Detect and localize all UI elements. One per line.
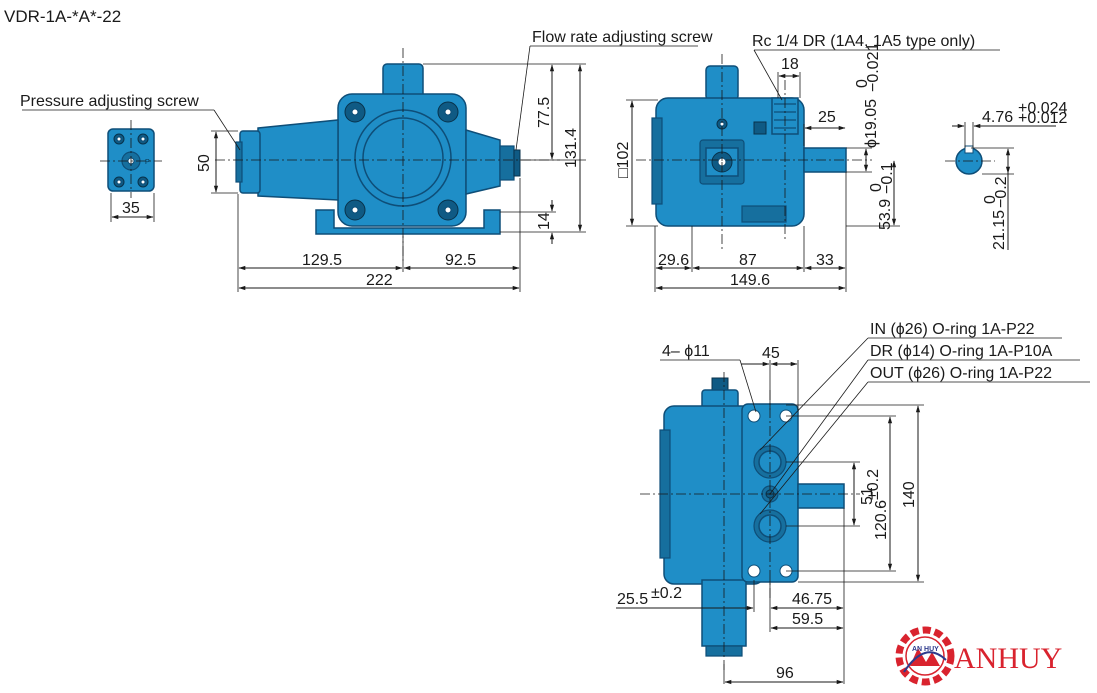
label-pressure-adjusting-screw: Pressure adjusting screw	[20, 93, 199, 110]
dim-120-6-group: 120.6 ±0.2	[865, 469, 890, 540]
dim-131-4: 131.4	[563, 128, 580, 168]
dim-4-76: 4.76	[982, 109, 1013, 126]
dim-53-9: 53.9	[877, 199, 894, 230]
dim-18: 18	[781, 56, 799, 73]
dim-4-76-tol-up: +0.024	[1018, 100, 1067, 117]
front-view	[626, 49, 1000, 292]
dim-35: 35	[122, 200, 140, 217]
svg-text:P: P	[145, 159, 150, 166]
logo-text: ANHUY	[954, 642, 1062, 675]
dim-21-15-group: 21.15 0 −0.2	[982, 176, 1010, 250]
dim-19-05-tol-up: 0	[854, 79, 871, 88]
label-flow-rate-adjusting-screw: Flow rate adjusting screw	[532, 29, 713, 46]
dim-92-5: 92.5	[445, 252, 476, 269]
dim-53-9-group: 53.9 0 −0.1	[868, 162, 896, 230]
dim-25-5: 25.5	[617, 591, 648, 608]
dim-4-76-group: 4.76 +0.024 +0.012	[982, 100, 1067, 127]
label-rc-port: Rc 1/4 DR (1A4, 1A5 type only)	[752, 33, 975, 50]
port-face-view	[616, 337, 1090, 685]
dim-25-5-tol: ±0.2	[651, 585, 682, 602]
dim-149-6: 149.6	[730, 272, 770, 289]
dim-29-6: 29.6	[658, 252, 689, 269]
dim-53-9-tol-low: −0.1	[879, 162, 896, 194]
shaft-key-detail	[945, 122, 1056, 250]
dim-19-05-group: ϕ19.05 0 −0.021	[854, 43, 882, 148]
dim-53-9-tol-up: 0	[868, 183, 885, 192]
dim-96: 96	[776, 665, 794, 682]
dim-4-76-tol-low: +0.012	[1018, 110, 1067, 127]
anhuy-logo: AN HUY ANHUY	[895, 626, 1062, 686]
dim-25: 25	[818, 109, 836, 126]
dim-33: 33	[816, 252, 834, 269]
dim-87: 87	[739, 252, 757, 269]
dim-50: 50	[196, 154, 213, 172]
dim-51: 51	[859, 487, 876, 505]
dim-25-5-group: 25.5 ±0.2	[617, 585, 682, 608]
dim-21-15: 21.15	[991, 210, 1008, 250]
dim-19-05: ϕ19.05	[863, 99, 880, 148]
label-dr-port: DR (ϕ14) O-ring 1A-P10A	[870, 343, 1053, 360]
dim-46-75: 46.75	[792, 591, 832, 608]
dim-120-6: 120.6	[873, 500, 890, 540]
dim-59-5: 59.5	[792, 611, 823, 628]
label-in-port: IN (ϕ26) O-ring 1A-P22	[870, 321, 1035, 338]
dim-19-05-tol-low: −0.021	[865, 43, 882, 92]
dim-140: 140	[901, 481, 918, 508]
dim-21-15-tol-up: 0	[982, 195, 999, 204]
dim-14: 14	[536, 212, 553, 230]
logo-badge: AN HUY	[912, 646, 939, 653]
side-view	[22, 45, 698, 292]
label-out-port: OUT (ϕ26) O-ring 1A-P22	[870, 365, 1052, 382]
dim-102: □102	[615, 142, 632, 178]
dim-129-5: 129.5	[302, 252, 342, 269]
dim-120-6-tol: ±0.2	[865, 469, 882, 500]
dim-77-5: 77.5	[536, 97, 553, 128]
dim-222: 222	[366, 272, 393, 289]
end-view-small: P	[100, 120, 162, 222]
dim-45: 45	[762, 345, 780, 362]
dim-21-15-tol-low: −0.2	[993, 176, 1010, 208]
drawing-title: VDR-1A-*A*-22	[4, 7, 121, 26]
label-holes: 4– ϕ11	[662, 343, 710, 360]
